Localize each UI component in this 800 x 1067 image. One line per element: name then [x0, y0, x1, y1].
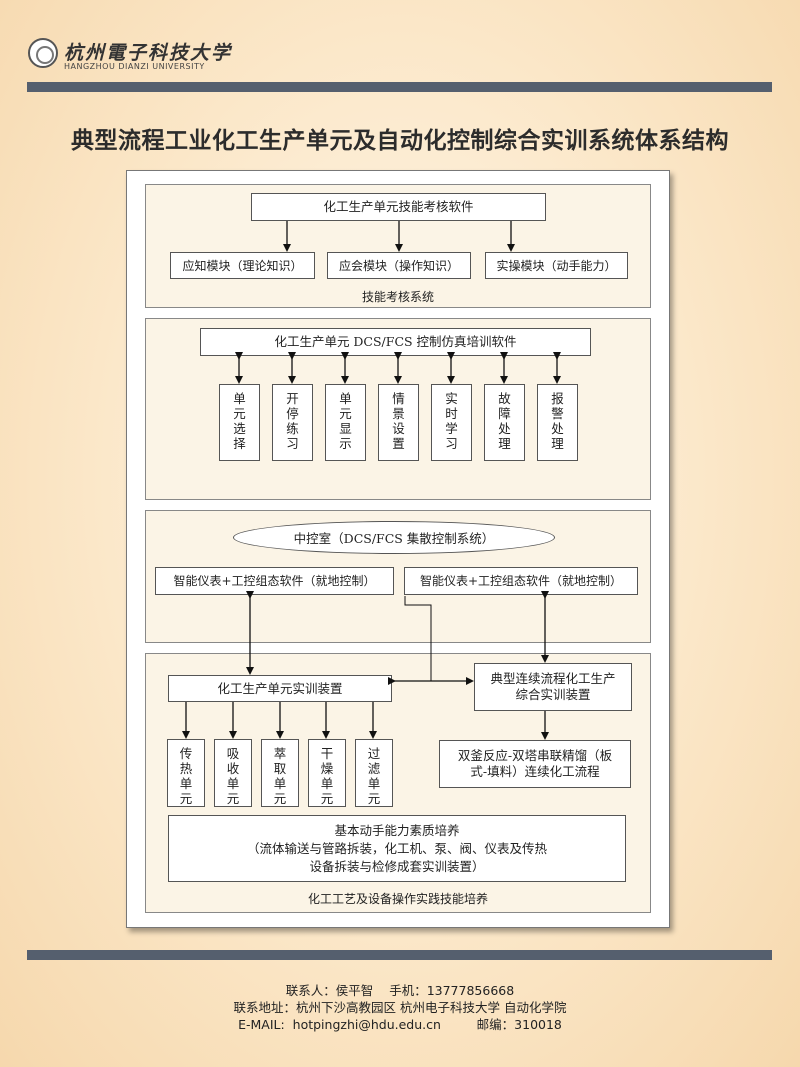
item-char: 习 — [445, 436, 458, 451]
unit-char: 干 — [320, 746, 334, 761]
footer-address: 联系地址：杭州下沙高教园区 杭州电子科技大学 自动化学院 — [233, 1000, 567, 1015]
unit-char: 单 — [179, 776, 193, 791]
unit-char: 元 — [367, 791, 381, 806]
item-char: 单 — [233, 391, 246, 406]
university-logo-icon — [28, 38, 58, 68]
item-char: 学 — [445, 421, 458, 436]
unit-filtration: 过滤单元 — [355, 739, 393, 807]
process-line2: 式-填料）连续化工流程 — [470, 764, 600, 779]
assessment-software-box: 化工生产单元技能考核软件 — [251, 193, 546, 221]
item-char: 开 — [286, 391, 299, 406]
unit-extraction: 萃取单元 — [261, 739, 299, 807]
item-char: 练 — [286, 421, 299, 436]
item-char: 警 — [551, 406, 564, 421]
item-char: 设 — [392, 421, 405, 436]
basic-skill-box: 基本动手能力素质培养 （流体输送与管路拆装，化工机、泵、阀、仪表及传热 设备拆装… — [168, 815, 626, 882]
unit-char: 滤 — [367, 761, 381, 776]
basic-line3: 设备拆装与检修成套实训装置） — [309, 858, 485, 874]
local-control-box-left: 智能仪表+工控组态软件（就地控制） — [155, 567, 394, 595]
item-char: 置 — [392, 436, 405, 451]
item-char: 实 — [445, 391, 458, 406]
item-char: 景 — [392, 406, 405, 421]
unit-char: 燥 — [320, 761, 334, 776]
item-unit-select: 单元选择 — [219, 384, 260, 461]
unit-char: 取 — [273, 761, 287, 776]
module-knowledge-box: 应知模块（理论知识） — [170, 252, 315, 279]
item-char: 择 — [233, 436, 246, 451]
footer-divider-bar — [27, 950, 772, 960]
unit-heat-transfer: 传热单元 — [167, 739, 205, 807]
unit-char: 单 — [273, 776, 287, 791]
unit-char: 元 — [320, 791, 334, 806]
unit-char: 传 — [179, 746, 193, 761]
item-alarm-handling: 报警处理 — [537, 384, 578, 461]
item-char: 显 — [339, 421, 352, 436]
unit-char: 元 — [226, 791, 240, 806]
control-room-ellipse: 中控室（DCS/FCS 集散控制系统） — [233, 521, 555, 554]
item-char: 理 — [551, 436, 564, 451]
unit-absorption: 吸收单元 — [214, 739, 252, 807]
item-char: 单 — [339, 391, 352, 406]
unit-char: 吸 — [226, 746, 240, 761]
training-device-box: 化工生产单元实训装置 — [168, 675, 392, 702]
item-startup-practice: 开停练习 — [272, 384, 313, 461]
basic-line1: 基本动手能力素质培养 — [334, 822, 460, 838]
item-char: 时 — [445, 406, 458, 421]
item-fault-handling: 故障处理 — [484, 384, 525, 461]
basic-line2: （流体输送与管路拆装，化工机、泵、阀、仪表及传热 — [246, 840, 547, 856]
practice-training-label: 化工工艺及设备操作实践技能培养 — [307, 892, 488, 906]
footer-contact: 联系人：侯平智 手机：13777856668 — [285, 983, 515, 998]
module-operation-knowledge-box: 应会模块（操作知识） — [327, 252, 471, 279]
page-title: 典型流程工业化工生产单元及自动化控制综合实训系统体系结构 — [71, 128, 729, 154]
integrated-line2: 综合实训装置 — [515, 687, 591, 702]
skill-assessment-label: 技能考核系统 — [361, 290, 434, 304]
header-divider-bar — [27, 82, 772, 92]
item-realtime-learning: 实时学习 — [431, 384, 472, 461]
university-name-cn: 杭州電子科技大学 — [64, 42, 233, 64]
process-line1: 双釜反应-双塔串联精馏（板 — [457, 748, 613, 763]
unit-char: 元 — [179, 791, 193, 806]
item-char: 停 — [286, 406, 299, 421]
line-control-to-bus — [404, 596, 432, 681]
unit-char: 单 — [226, 776, 240, 791]
item-char: 示 — [339, 436, 352, 451]
item-char: 报 — [551, 391, 564, 406]
unit-char: 热 — [179, 761, 193, 776]
item-char: 习 — [286, 436, 299, 451]
local-control-box-right: 智能仪表+工控组态软件（就地控制） — [404, 567, 638, 595]
item-char: 元 — [339, 406, 352, 421]
item-char: 障 — [498, 406, 511, 421]
unit-char: 过 — [367, 746, 381, 761]
unit-drying: 干燥单元 — [308, 739, 346, 807]
item-unit-display: 单元显示 — [325, 384, 366, 461]
integrated-training-device-box: 典型连续流程化工生产 综合实训装置 — [474, 663, 632, 711]
item-char: 故 — [498, 391, 511, 406]
item-char: 元 — [233, 406, 246, 421]
unit-char: 元 — [273, 791, 287, 806]
module-practical-box: 实操模块（动手能力） — [485, 252, 628, 279]
continuous-process-box: 双釜反应-双塔串联精馏（板 式-填料）连续化工流程 — [439, 740, 631, 788]
unit-char: 萃 — [273, 746, 287, 761]
item-scenario-setting: 情景设置 — [378, 384, 419, 461]
item-char: 理 — [498, 436, 511, 451]
integrated-line1: 典型连续流程化工生产 — [490, 671, 616, 686]
item-char: 处 — [551, 421, 564, 436]
item-char: 处 — [498, 421, 511, 436]
item-char: 选 — [233, 421, 246, 436]
item-char: 情 — [392, 391, 405, 406]
unit-char: 单 — [320, 776, 334, 791]
unit-char: 收 — [226, 761, 240, 776]
university-name-en: HANGZHOU DIANZI UNIVERSITY — [64, 62, 205, 71]
unit-char: 单 — [367, 776, 381, 791]
footer-email: E-MAIL: hotpingzhi@hdu.edu.cn 邮编：310018 — [238, 1017, 562, 1032]
